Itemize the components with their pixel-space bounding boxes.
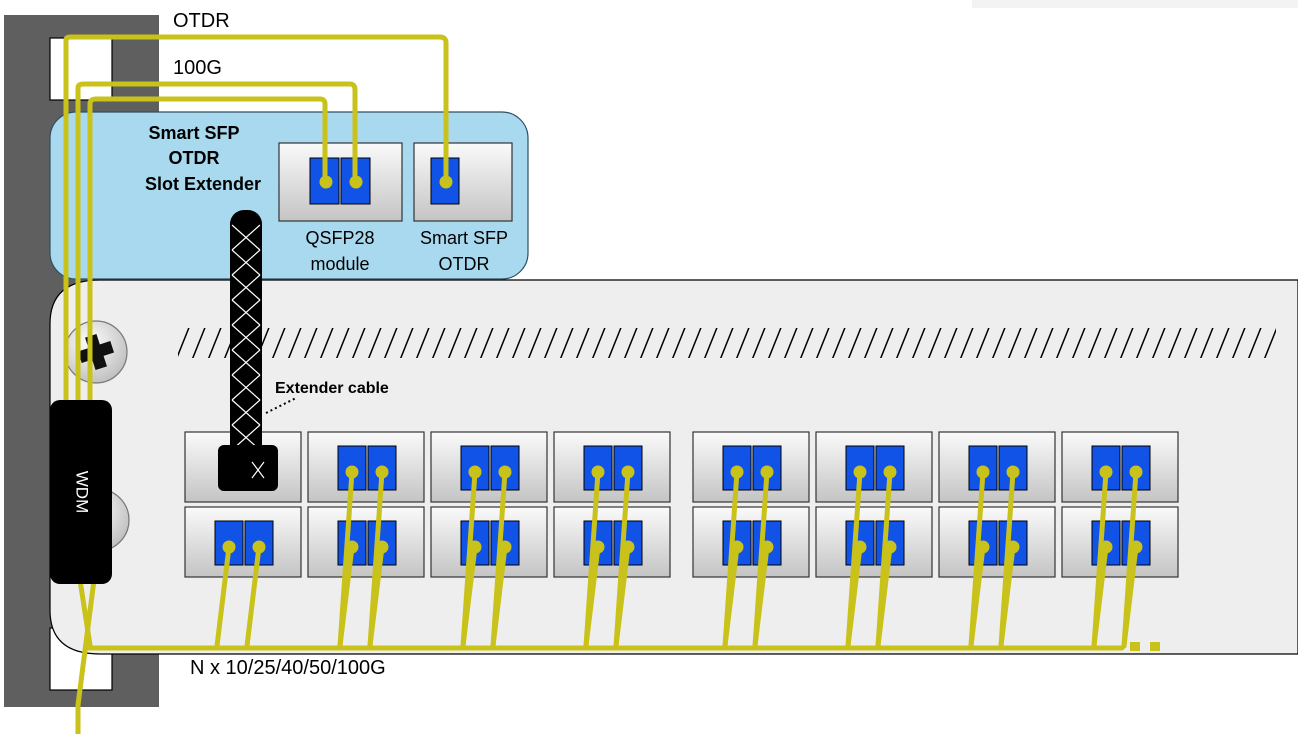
- connector-dot: [222, 540, 236, 554]
- switch-port: [430, 431, 548, 503]
- switch-port: [184, 506, 302, 578]
- switch-port: [553, 506, 671, 578]
- port-fiber: [490, 544, 508, 649]
- port-fiber: [337, 544, 355, 649]
- port-fiber: [1091, 544, 1109, 649]
- connector-dot: [498, 540, 512, 554]
- connector-dot: [883, 540, 897, 554]
- smart-sfp-otdr-module: [413, 142, 513, 222]
- connector-dot: [252, 540, 266, 554]
- port-fiber: [722, 544, 740, 649]
- port-fiber: [244, 544, 262, 649]
- connector-dot: [375, 540, 389, 554]
- wdm-label: WDM: [73, 471, 92, 513]
- fiber-100g-a: [75, 81, 358, 403]
- switch-port: [692, 506, 810, 578]
- extender-title-line1: Smart SFP: [148, 123, 239, 143]
- connector-dot: [468, 540, 482, 554]
- wdm-box: WDM: [50, 400, 112, 584]
- extender-cable-label: Extender cable: [275, 380, 389, 397]
- port-fiber: [214, 544, 232, 649]
- switch-port: [938, 431, 1056, 503]
- connector-dot: [976, 465, 990, 479]
- bus-label: N x 10/25/40/50/100G: [190, 657, 386, 679]
- connector-dot: [591, 540, 605, 554]
- connector-dots: [222, 175, 1143, 554]
- connector-dot: [730, 540, 744, 554]
- connector-dot: [760, 540, 774, 554]
- connector-dot: [1129, 465, 1143, 479]
- connector-dot: [345, 540, 359, 554]
- switch-port: [938, 506, 1056, 578]
- switch-port: [307, 506, 425, 578]
- extender-cable-pointer: [265, 397, 297, 414]
- connector-dot: [1129, 540, 1143, 554]
- label-100g: 100G: [173, 57, 222, 79]
- connector-dot: [853, 540, 867, 554]
- connector-dot: [760, 465, 774, 479]
- switch-port: [815, 506, 933, 578]
- connector-dot: [1006, 540, 1020, 554]
- port-fiber: [613, 544, 631, 649]
- port-fiber: [1121, 544, 1139, 649]
- qsfp28-label-line2: module: [310, 254, 369, 274]
- connector-dot: [1099, 465, 1113, 479]
- port-fiber: [460, 544, 478, 649]
- switch-port: [1061, 431, 1179, 503]
- connector-dot: [468, 465, 482, 479]
- connector-dot: [375, 465, 389, 479]
- qsfp28-label-line1: QSFP28: [305, 228, 374, 248]
- connector-dot: [883, 465, 897, 479]
- extender-plug: [218, 445, 278, 491]
- connector-dot: [853, 465, 867, 479]
- port-fiber: [998, 544, 1016, 649]
- otdr-top-label: OTDR: [173, 10, 230, 32]
- port-fiber: [583, 544, 601, 649]
- port-fibers: [214, 469, 1139, 649]
- extender-title-line3: Slot Extender: [145, 174, 261, 194]
- extender-cable: [218, 210, 278, 491]
- connector-dot: [621, 465, 635, 479]
- connector-dot: [730, 465, 744, 479]
- connector-dot: [345, 465, 359, 479]
- port-fiber: [752, 544, 770, 649]
- connector-dot: [1099, 540, 1113, 554]
- extender-title-line2: OTDR: [169, 148, 220, 168]
- smart-sfp-label-line1: Smart SFP: [420, 228, 508, 248]
- smart-sfp-label-line2: OTDR: [439, 254, 490, 274]
- qsfp28-module: [278, 142, 403, 222]
- connector-dot: [591, 465, 605, 479]
- port-fiber: [968, 544, 986, 649]
- connector-dot: [621, 540, 635, 554]
- vent-hatching: [178, 328, 1276, 358]
- background-panel: [972, 0, 1298, 8]
- wdm-out-line: [75, 577, 97, 734]
- bus-continuation-dots: [1130, 642, 1160, 651]
- otdr-fiber: [63, 34, 449, 403]
- switch-port: [815, 431, 933, 503]
- fiber-100g-b: [87, 96, 328, 403]
- port-fiber: [845, 544, 863, 649]
- switch-port: [307, 431, 425, 503]
- port-fiber: [875, 544, 893, 649]
- switch-port: [692, 431, 810, 503]
- connector-dot: [976, 540, 990, 554]
- switch-port: [1061, 506, 1179, 578]
- switch-port: [430, 506, 548, 578]
- switch-port: [553, 431, 671, 503]
- port-fiber: [367, 544, 385, 649]
- fiber-bundle: [63, 34, 1125, 734]
- screw-middle: [64, 320, 128, 384]
- connector-dot: [498, 465, 512, 479]
- connector-dot: [1006, 465, 1020, 479]
- rack-hole: [49, 37, 113, 101]
